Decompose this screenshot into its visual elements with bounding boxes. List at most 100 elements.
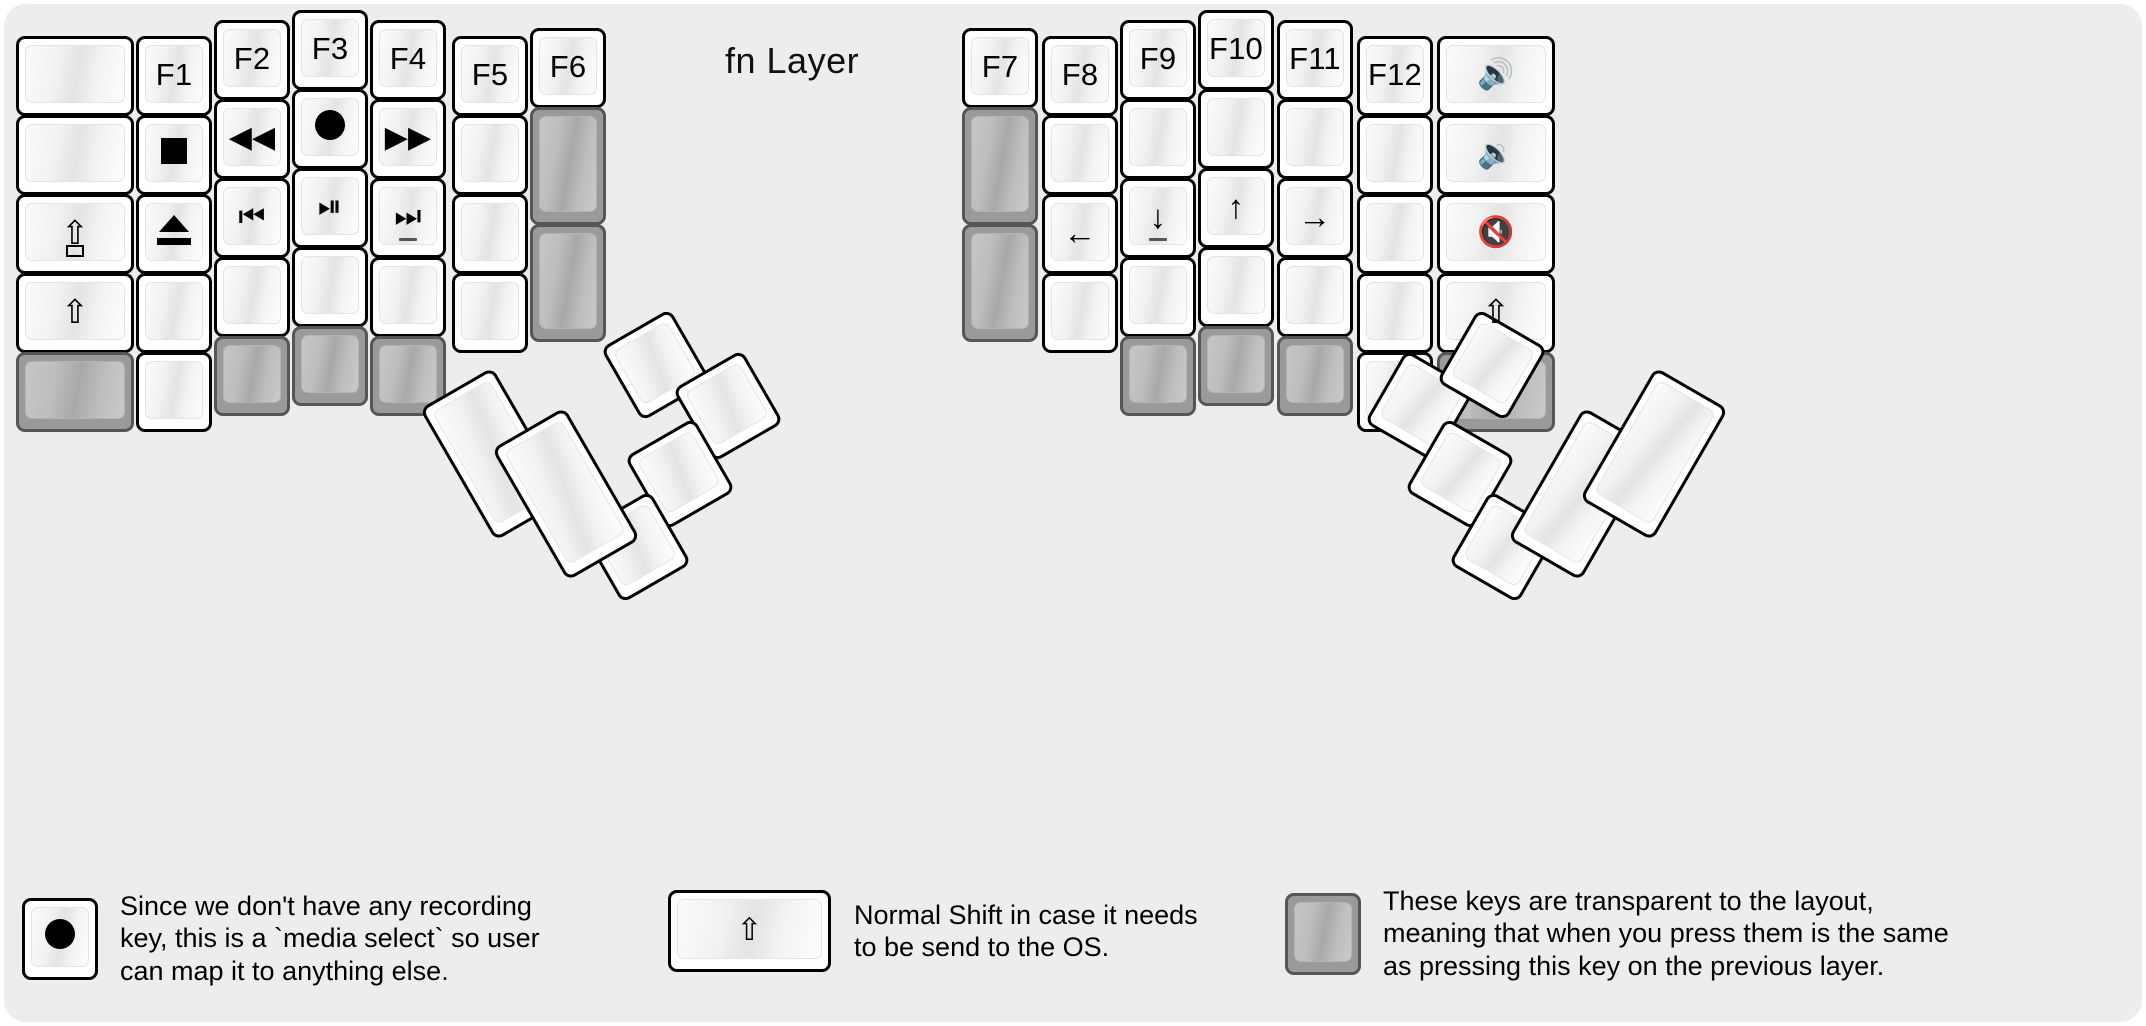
key-left-col-index-r2[interactable]: ▶▶ <box>370 99 446 179</box>
page-title: fn Layer <box>725 40 860 81</box>
key-right-col-inner-r3[interactable] <box>962 224 1038 342</box>
key-right-col-middle-r2[interactable] <box>1198 89 1274 169</box>
key-right-col-index-r3[interactable]: ↓ <box>1120 178 1196 258</box>
key-left-col-index-inner-r4[interactable] <box>452 273 528 353</box>
key-left-col-inner-r2[interactable] <box>530 107 606 225</box>
key-left-col-ring-r5[interactable] <box>214 336 290 416</box>
key-right-col-index-r4[interactable] <box>1120 257 1196 337</box>
key-right-col-ring-r1[interactable]: F11 <box>1277 20 1353 100</box>
keycap-face <box>1366 203 1424 261</box>
keycap-face <box>379 29 437 87</box>
legend-item-transparent: These keys are transparent to the layout… <box>1285 885 1949 982</box>
key-right-col-middle-r4[interactable] <box>1198 247 1274 327</box>
key-right-col-middle-r1[interactable]: F10 <box>1198 10 1274 90</box>
key-right-col-pinky-r3[interactable] <box>1357 194 1433 274</box>
key-left-col-ring-r1[interactable]: F2 <box>214 20 290 100</box>
key-right-col-pinky-r1[interactable]: F12 <box>1357 36 1433 116</box>
keycap-face <box>1207 335 1265 393</box>
key-right-col-pinky-r2[interactable] <box>1357 115 1433 195</box>
keycap-face <box>1051 282 1109 340</box>
keycap-face <box>1286 345 1344 403</box>
key-left-col-inner-r3[interactable] <box>530 224 606 342</box>
keycap-face <box>1366 45 1424 103</box>
keycap-face <box>1366 124 1424 182</box>
key-left-col-pinky-outer-r2[interactable] <box>16 115 134 195</box>
key-right-col-pinky-r4[interactable] <box>1357 273 1433 353</box>
key-left-col-ring-r3[interactable]: ⏮ <box>214 178 290 258</box>
key-left-col-index-inner-r2[interactable] <box>452 115 528 195</box>
key-right-col-ring-r2[interactable] <box>1277 99 1353 179</box>
key-left-col-pinky-outer-r5[interactable] <box>16 352 134 432</box>
keycap-face <box>971 233 1029 329</box>
key-left-col-middle-r1[interactable]: F3 <box>292 10 368 90</box>
key-right-col-index-inner-r2[interactable] <box>1042 115 1118 195</box>
keycap-face <box>971 116 1029 212</box>
keycap-face <box>1207 98 1265 156</box>
key-right-col-index-inner-r4[interactable] <box>1042 273 1118 353</box>
key-left-col-pinky-outer-r1[interactable] <box>16 36 134 116</box>
key-right-col-pinky-outer-r3[interactable]: 🔇 <box>1437 194 1555 274</box>
keycap-face <box>1446 124 1546 182</box>
key-right-col-index-inner-r1[interactable]: F8 <box>1042 36 1118 116</box>
key-right-col-pinky-outer-r2[interactable]: 🔉 <box>1437 115 1555 195</box>
keycap-face <box>1051 45 1109 103</box>
legend-text-record: Since we don't have any recording key, t… <box>120 891 540 986</box>
key-right-col-inner-r1[interactable]: F7 <box>962 28 1038 108</box>
key-right-col-middle-r3[interactable]: ↑ <box>1198 168 1274 248</box>
keycap-face <box>301 256 359 314</box>
keycap-face <box>677 899 822 959</box>
legend-key-transparent <box>1285 892 1361 975</box>
keycap-face <box>461 45 519 103</box>
keycap-face <box>971 37 1029 95</box>
key-right-col-ring-r4[interactable] <box>1277 257 1353 337</box>
key-left-col-pinky-r4[interactable] <box>136 273 212 353</box>
keycap-face <box>223 266 281 324</box>
key-left-col-pinky-outer-r4[interactable]: ⇧ <box>16 273 134 353</box>
key-left-col-ring-r2[interactable]: ◀◀ <box>214 99 290 179</box>
keycap-face <box>1286 187 1344 245</box>
key-left-col-index-r4[interactable] <box>370 257 446 337</box>
key-right-col-ring-r5[interactable] <box>1277 336 1353 416</box>
key-right-col-index-inner-r3[interactable]: ← <box>1042 194 1118 274</box>
key-right-col-pinky-outer-r1[interactable]: 🔊 <box>1437 36 1555 116</box>
keycap-face <box>145 282 203 340</box>
keycap-face <box>539 233 597 329</box>
key-left-col-index-r3[interactable]: ⏭ <box>370 178 446 258</box>
legend-text-shift: Normal Shift in case it needs to be send… <box>854 899 1198 962</box>
key-left-col-ring-r4[interactable] <box>214 257 290 337</box>
key-left-col-index-r1[interactable]: F4 <box>370 20 446 100</box>
keycap-face <box>223 345 281 403</box>
keycap-face <box>1129 345 1187 403</box>
keycap-face <box>25 361 125 419</box>
key-right-col-index-r5[interactable] <box>1120 336 1196 416</box>
key-left-col-middle-r2[interactable] <box>292 89 368 169</box>
keycap-face <box>1129 266 1187 324</box>
key-right-col-middle-r5[interactable] <box>1198 326 1274 406</box>
key-left-col-inner-r1[interactable]: F6 <box>530 28 606 108</box>
key-left-col-pinky-r1[interactable]: F1 <box>136 36 212 116</box>
key-right-col-index-r1[interactable]: F9 <box>1120 20 1196 100</box>
key-left-col-index-inner-r3[interactable] <box>452 194 528 274</box>
keycap-face <box>223 108 281 166</box>
keycap-face <box>1129 29 1187 87</box>
keycap-face <box>301 19 359 77</box>
legend-text-transparent: These keys are transparent to the layout… <box>1383 886 1949 981</box>
keycap-face <box>539 37 597 95</box>
key-left-col-pinky-outer-r3[interactable]: ⇧ <box>16 194 134 274</box>
keycap-face <box>1129 108 1187 166</box>
legend-item-record: Since we don't have any recording key, t… <box>22 890 540 987</box>
keycap-face <box>145 45 203 103</box>
keycap-face <box>301 98 359 156</box>
key-right-col-index-r2[interactable] <box>1120 99 1196 179</box>
legend-underline <box>399 238 417 241</box>
key-right-col-ring-r3[interactable]: → <box>1277 178 1353 258</box>
key-left-col-middle-r5[interactable] <box>292 326 368 406</box>
key-right-col-inner-r2[interactable] <box>962 107 1038 225</box>
key-left-col-index-inner-r1[interactable]: F5 <box>452 36 528 116</box>
keycap-face <box>461 282 519 340</box>
key-left-col-pinky-r5[interactable] <box>136 352 212 432</box>
key-left-col-middle-r4[interactable] <box>292 247 368 327</box>
key-left-col-pinky-r2[interactable] <box>136 115 212 195</box>
key-left-col-pinky-r3[interactable] <box>136 194 212 274</box>
key-left-col-middle-r3[interactable]: ⏯ <box>292 168 368 248</box>
